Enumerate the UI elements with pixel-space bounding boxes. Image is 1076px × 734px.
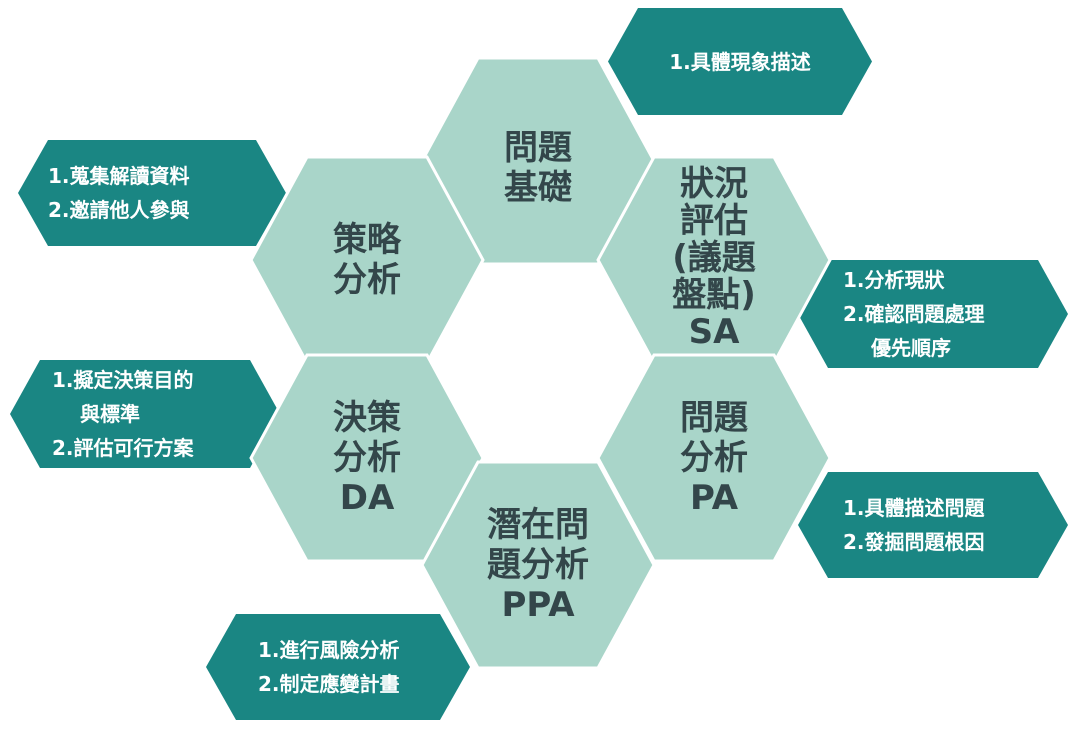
tag-banner-sa xyxy=(798,260,1068,368)
tag-banner-da xyxy=(10,360,280,468)
tag-banner-pa xyxy=(798,472,1068,578)
hexagon-ppa xyxy=(420,460,656,670)
tag-banner-strategy xyxy=(18,140,286,246)
tag-banner-basis xyxy=(608,8,872,115)
tag-banner-ppa xyxy=(206,614,470,720)
hexagon-pa xyxy=(596,353,832,563)
